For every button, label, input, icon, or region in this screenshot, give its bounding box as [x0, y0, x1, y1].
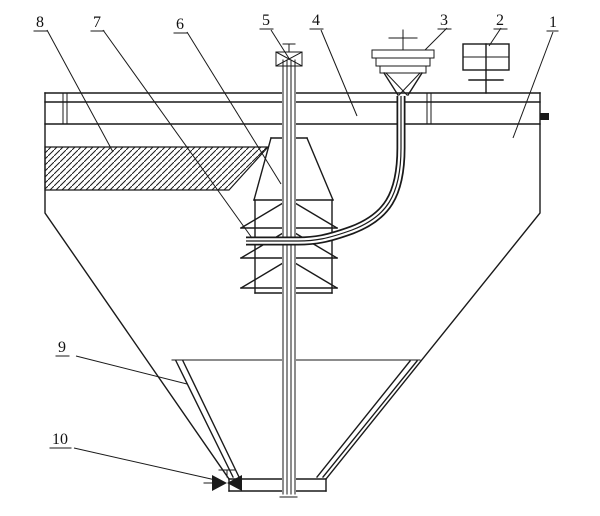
label-2: 2 — [496, 12, 504, 29]
feed-pipe — [246, 96, 406, 246]
inclined-plates-region — [44, 146, 270, 191]
label-7: 7 — [93, 14, 101, 31]
label-4: 4 — [312, 12, 320, 29]
discharge-valve — [203, 469, 242, 491]
tank-body — [44, 92, 541, 492]
part-labels: 8 7 6 5 4 3 2 1 9 10 — [33, 12, 559, 449]
feed-box — [462, 43, 510, 94]
label-9: 9 — [58, 339, 66, 356]
label-5: 5 — [262, 12, 270, 29]
label-6: 6 — [176, 16, 184, 33]
label-3: 3 — [440, 12, 448, 29]
motor-assembly — [371, 29, 435, 96]
central-shaft — [279, 59, 298, 498]
label-8: 8 — [36, 14, 44, 31]
label-1: 1 — [549, 14, 557, 31]
label-10: 10 — [52, 431, 68, 448]
leader-lines — [46, 27, 554, 482]
wall-pin — [540, 113, 549, 120]
